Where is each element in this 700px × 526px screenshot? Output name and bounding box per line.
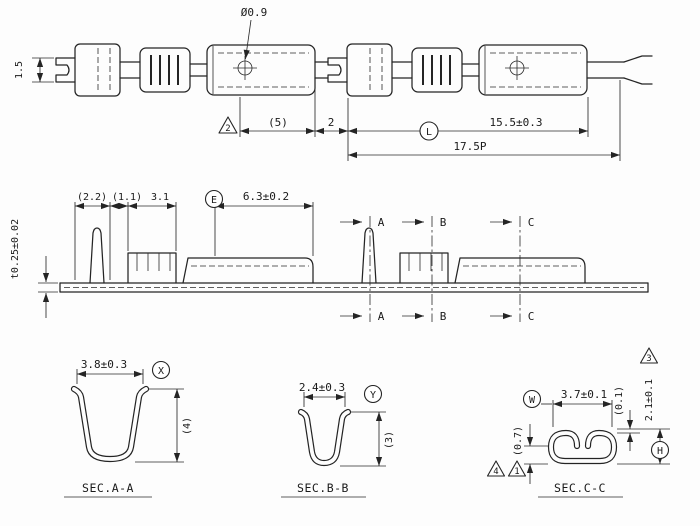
strip-width-dimension: 1.5 [14,61,25,79]
side-profile-outline [59,227,649,293]
section-b-label-bottom: B [440,310,447,323]
datum-e-bubble [204,189,224,209]
sec-aa-width-dimension: 3.8±0.3 [81,358,127,371]
hole-leader-line [243,19,252,60]
dimension-6-3: 6.3±0.2 [243,190,289,203]
section-b-label-top: B [440,216,447,229]
datum-w-bubble [522,389,542,409]
sec-bb-width-dimension: 2.4±0.3 [299,381,345,394]
note-triangle-2 [218,116,238,134]
note-triangle-4-number: 4 [493,467,498,477]
dimension-pitch: 17.5P [453,140,486,153]
sec-cc-height-dimension: 2.1±0.1 [644,379,655,421]
section-c-label-top: C [528,216,535,229]
dimension-3-1: 3.1 [151,192,169,203]
section-a-label-bottom: A [378,310,385,323]
note-triangle-1-number: 1 [514,467,519,477]
datum-e-letter: E [211,195,217,206]
datum-w-letter: W [529,395,536,406]
section-bb: 2.4±0.3 Y (3) SEC.B-B [281,381,395,498]
terminal-strip-outline [55,43,653,97]
note-triangle-4 [486,460,506,477]
datum-x-letter: X [158,366,164,377]
note-triangle-3 [639,347,659,364]
note-triangle-1 [507,460,527,477]
note-triangle-2-number: 2 [225,124,230,134]
datum-h-bubble [650,440,670,460]
section-c-label-bottom: C [528,310,535,323]
sec-cc-profile [547,429,618,465]
sec-cc-title: SEC.C-C [554,481,606,495]
note-triangle-3-number: 3 [646,354,651,364]
datum-l-letter: L [426,127,432,138]
sec-bb-title: SEC.B-B [297,481,349,495]
sec-aa-height-dimension: (4) [182,417,193,435]
sec-cc-dim-0-1: (0.1) [614,386,625,416]
side-view: (2.2) (1.1) 3.1 E 6.3±0.2 t0.25±0.02 A B… [10,189,649,323]
hole-diameter-label: Ø0.9 [241,6,268,19]
section-cc: W 3.7±0.1 (0.1) 2.1±0.1 H (0.7) 3 4 1 SE… [486,347,670,498]
thickness-dimension: t0.25±0.02 [10,219,21,279]
section-aa: 3.8±0.3 X (4) SEC.A-A [64,358,193,498]
datum-x-bubble [151,360,171,380]
top-view: Ø0.9 1.5 2 (5) 2 L 15.5±0.3 17.5P [14,6,653,161]
dimension-5: (5) [268,116,288,129]
dimension-length: 15.5±0.3 [490,116,543,129]
section-a-label-top: A [378,216,385,229]
dimension-2: 2 [328,116,335,129]
datum-y-bubble [363,384,383,404]
sec-cc-width-dimension: 3.7±0.1 [561,388,607,401]
dimension-2-2: (2.2) [77,192,107,203]
datum-y-letter: Y [370,390,376,401]
datum-l-bubble [419,121,439,141]
datum-h-letter: H [657,446,663,457]
dimension-1-1: (1.1) [112,192,142,203]
sec-bb-height-dimension: (3) [384,431,395,449]
sec-aa-title: SEC.A-A [82,481,134,495]
sec-cc-dim-0-7: (0.7) [513,426,524,456]
